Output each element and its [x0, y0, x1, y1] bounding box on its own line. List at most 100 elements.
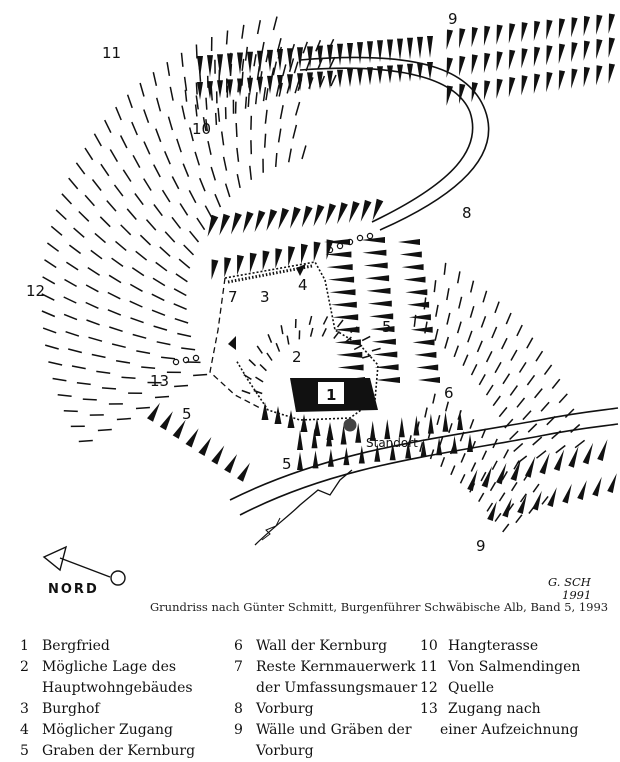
- hatch-stroke: [447, 288, 449, 300]
- hatch-stroke: [174, 386, 188, 387]
- hatch-stroke: [258, 20, 261, 34]
- hatch-stroke: [66, 332, 79, 336]
- hatch-stroke: [85, 148, 93, 160]
- road-upper: [300, 57, 489, 230]
- wall-wedge: [338, 365, 364, 371]
- road-upper-inner: [300, 68, 473, 222]
- map-label-5-bottom: 5: [282, 455, 292, 473]
- hatch-stroke: [180, 204, 188, 216]
- hatch-stroke: [254, 54, 256, 66]
- hatch-stroke: [72, 366, 86, 369]
- hatch-stroke: [196, 83, 197, 95]
- hatch-stroke: [108, 293, 121, 299]
- hatch-stroke: [556, 446, 566, 453]
- hatch-stroke: [479, 493, 484, 502]
- north-label: NORD: [48, 582, 99, 597]
- hatch-stroke: [503, 374, 510, 384]
- wall-wedge: [554, 449, 564, 471]
- hatch-stroke: [528, 424, 537, 432]
- hatch-stroke: [510, 431, 518, 439]
- wall-wedge: [577, 480, 587, 500]
- wall-wedge: [517, 494, 527, 514]
- wall-wedge: [539, 453, 549, 475]
- hatch-stroke: [116, 107, 121, 120]
- wall-wedge: [297, 452, 303, 470]
- hatch-stroke: [127, 209, 136, 220]
- hatch-stroke: [517, 325, 522, 336]
- hatch-stroke: [183, 164, 188, 177]
- hatch-stroke: [444, 263, 445, 275]
- hatch-stroke: [68, 349, 82, 353]
- hatch-stroke: [495, 513, 501, 521]
- hatch-stroke: [200, 178, 205, 191]
- wall-wedge: [219, 214, 230, 236]
- hatch-stroke: [121, 225, 131, 235]
- wall-wedge: [407, 38, 413, 60]
- hatch-stroke: [274, 17, 278, 31]
- wall-wedge: [521, 22, 527, 42]
- hatch-stroke: [449, 423, 452, 433]
- hatch-stroke: [170, 87, 173, 101]
- hatch-stroke: [246, 97, 247, 109]
- wall-wedge: [496, 79, 502, 99]
- hatch-stroke: [226, 184, 230, 197]
- author-signature: G. SCH 1991: [548, 576, 591, 602]
- hatch-stroke: [190, 231, 199, 242]
- wall-wedge: [317, 46, 323, 68]
- hatch-stroke: [552, 379, 560, 388]
- wall-wedge: [347, 69, 353, 87]
- wall-wedge: [367, 67, 373, 85]
- hatch-stroke: [56, 210, 66, 220]
- hatch-stroke: [153, 278, 165, 285]
- hatch-stroke: [338, 320, 344, 327]
- wall-wedge: [266, 209, 277, 231]
- hatch-stroke: [66, 262, 78, 270]
- legend-item-continuation: der Umfassungsmauer: [234, 678, 417, 699]
- hatch-stroke: [461, 474, 465, 483]
- hatch-stroke: [112, 344, 126, 347]
- hatch-stroke: [478, 341, 483, 352]
- hatch-stroke: [461, 453, 465, 462]
- map-label-5-right: 5: [382, 318, 392, 336]
- wall-wedge: [337, 44, 343, 66]
- hatch-stroke: [77, 383, 91, 385]
- hatch-stroke: [293, 125, 296, 139]
- hatch-stroke: [334, 331, 340, 338]
- map-label-4: 4: [298, 276, 308, 294]
- hatch-stroke: [109, 275, 121, 282]
- hatch-stroke: [527, 375, 534, 385]
- hatch-stroke: [281, 325, 283, 334]
- hatch-stroke: [112, 258, 123, 266]
- wall-wedge: [278, 208, 289, 230]
- hatch-stroke: [218, 108, 219, 122]
- hatch-stroke: [88, 268, 100, 276]
- wall-wedge: [609, 14, 616, 34]
- wall-wedge: [257, 77, 263, 95]
- map-label-standort: Standort: [366, 436, 418, 450]
- wall-wedge: [583, 443, 593, 465]
- wall-wedge: [336, 352, 362, 358]
- hatch-stroke: [93, 180, 102, 191]
- hatch-stroke: [51, 226, 62, 235]
- hatch-stroke: [499, 407, 507, 416]
- wall-wedge: [331, 302, 357, 308]
- hatch-stroke: [256, 92, 257, 104]
- wall-wedge: [484, 53, 490, 73]
- hatch-stroke: [242, 59, 243, 71]
- wall-wedge: [584, 41, 590, 61]
- wall-wedge: [546, 45, 552, 65]
- wall-wedge: [314, 242, 321, 262]
- wall-wedge: [399, 417, 405, 437]
- wall-wedge: [397, 65, 403, 83]
- hatch-stroke: [45, 345, 59, 349]
- hatch-stroke: [177, 139, 181, 152]
- hatch-stroke: [95, 233, 106, 242]
- hatch-stroke: [205, 206, 212, 218]
- hatch-stroke: [132, 268, 144, 276]
- wall-wedge: [330, 289, 356, 295]
- hatch-stroke: [109, 327, 122, 331]
- wall-wedge: [509, 50, 516, 70]
- wall-wedge: [212, 259, 219, 279]
